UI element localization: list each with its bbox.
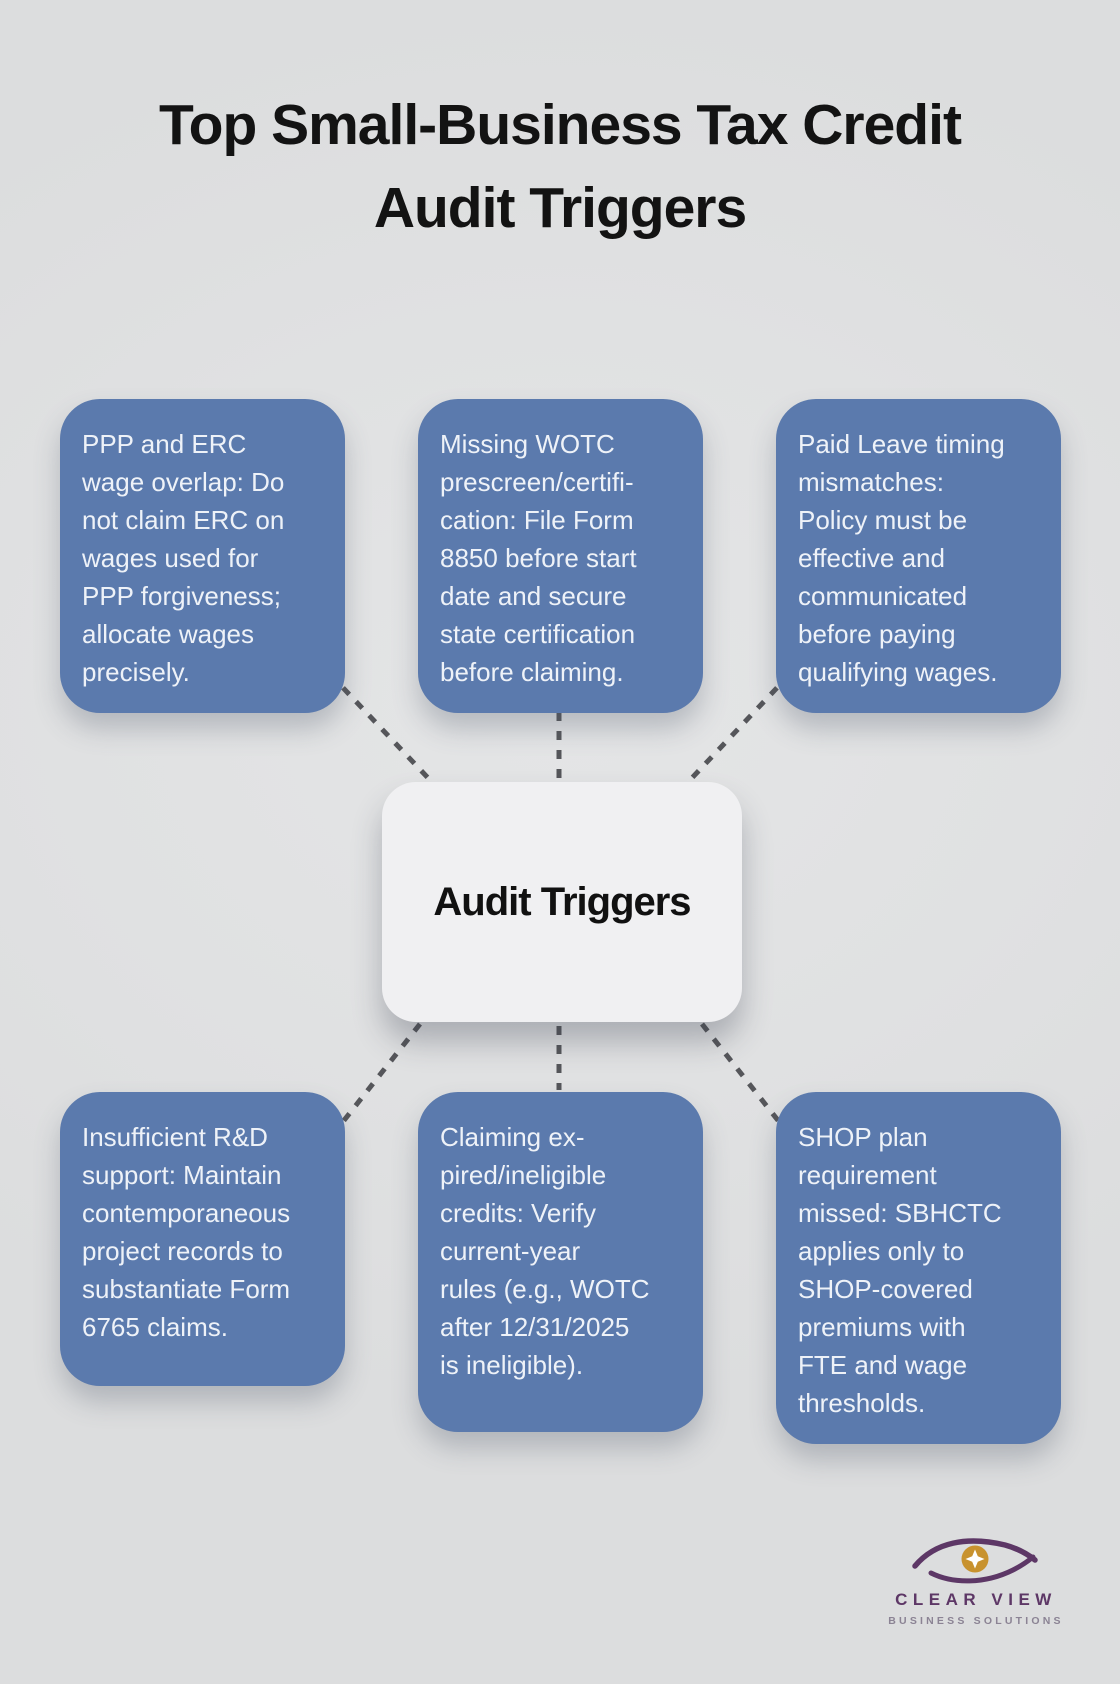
central-node: Audit Triggers	[382, 782, 742, 1022]
connector-bottom-right-line	[700, 1022, 786, 1130]
trigger-box-ppp-erc-wage-overlap: PPP and ERC wage overlap: Do not claim E…	[60, 399, 345, 713]
logo-tagline: BUSINESS SOLUTIONS	[888, 1615, 1064, 1627]
trigger-box-missing-wotc-certification: Missing WOTC prescreen/certifi- cation: …	[418, 399, 703, 713]
star-icon	[965, 1549, 985, 1569]
clear-view-logo: CLEAR VIEW BUSINESS SOLUTIONS	[826, 1532, 1120, 1627]
eye-with-star-icon	[912, 1538, 1038, 1584]
central-node-label: Audit Triggers	[433, 879, 691, 924]
trigger-box-shop-plan-requirement: SHOP plan requirement missed: SBHCTC app…	[776, 1092, 1061, 1444]
connector-top-left-line	[328, 672, 432, 782]
connector-top-right-line	[688, 672, 792, 782]
trigger-box-insufficient-rd-support: Insufficient R&D support: Maintain conte…	[60, 1092, 345, 1386]
trigger-box-paid-leave-timing: Paid Leave timing mismatches: Policy mus…	[776, 399, 1061, 713]
trigger-box-claiming-expired-credits: Claiming ex- pired/ineligible credits: V…	[418, 1092, 703, 1432]
logo-name: CLEAR VIEW	[895, 1590, 1057, 1609]
connector-bottom-left-line	[336, 1022, 422, 1130]
page-title-line1: Top Small-Business Tax Credit	[159, 93, 962, 157]
page-title-line2: Audit Triggers	[373, 175, 747, 240]
